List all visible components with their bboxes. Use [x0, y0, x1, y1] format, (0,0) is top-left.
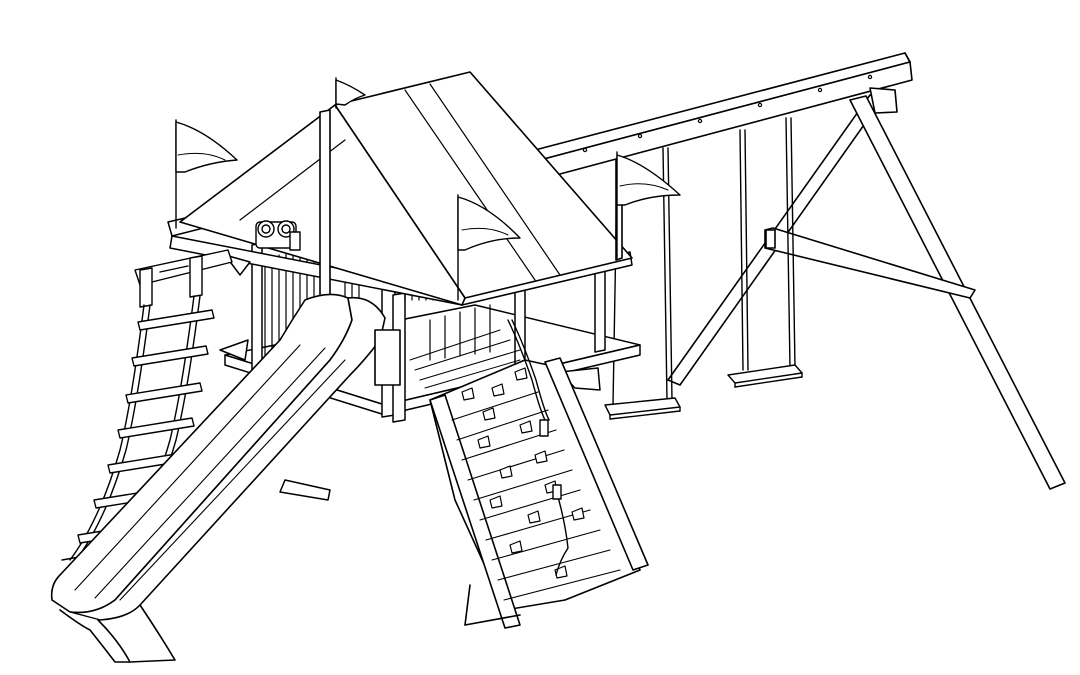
swing-beam — [534, 52, 913, 179]
flag-front — [457, 194, 521, 301]
a-frame — [667, 87, 1066, 490]
rock-wall — [429, 357, 649, 629]
tarp-roof — [179, 71, 633, 306]
belt-swing-right — [727, 117, 803, 388]
flag-back — [335, 77, 366, 109]
flag-left — [175, 119, 238, 229]
rock-wall-rope — [507, 319, 569, 576]
flag-swing — [616, 151, 681, 259]
binoculars — [255, 220, 301, 251]
tube-slide — [50, 293, 401, 663]
